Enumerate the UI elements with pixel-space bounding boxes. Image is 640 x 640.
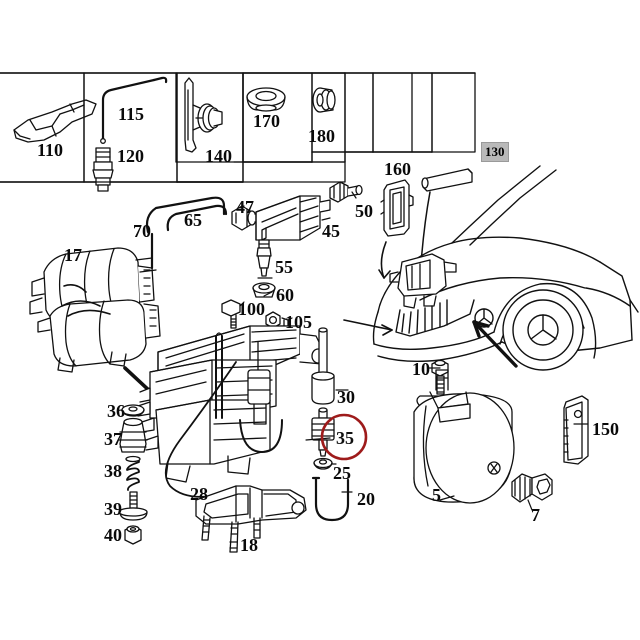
part-label-60: 60 [276,285,294,305]
part-7-drainvalve [511,473,553,503]
part-label-40: 40 [104,525,122,545]
part-40-nut [124,525,142,545]
part-170-grommet [246,87,286,112]
part-label-47: 47 [236,197,254,217]
part-label-20: 20 [357,489,375,509]
part-label-37: 37 [104,429,122,449]
arrow-into-bumper [343,319,393,331]
part-label-35: 35 [336,428,354,448]
part-50-sensor [329,181,363,203]
part-150-module [563,395,589,465]
part-label-36: 36 [107,401,125,421]
valve-block-assembly [137,325,325,483]
car-illustration [372,165,639,371]
car-engine-bay-compressor [389,253,457,309]
part-36-washer [121,404,145,417]
part-label-55: 55 [275,257,293,277]
part-60-seal [252,282,276,298]
part-39-bolt [118,491,148,521]
part-label-105: 105 [285,312,312,332]
leader-lines [239,191,589,511]
part-label-18: 18 [240,535,258,555]
part-label-140: 140 [205,146,232,166]
part-18-bracket [195,485,307,553]
part-115-airline [100,76,168,144]
part-label-130-text: 130 [481,142,509,162]
part-label-100: 100 [238,299,265,319]
part-label-180: 180 [308,126,335,146]
part-17-compressor [29,247,161,373]
part-label-17: 17 [64,245,82,265]
part-label-38: 38 [104,461,122,481]
highlight-circle-part-35 [320,413,368,461]
part-label-110: 110 [37,140,64,160]
part-37-rubbermount [118,417,148,453]
part-120-valve [92,147,114,192]
part-140-sensor [184,77,223,153]
arrow-tank-to-car [472,320,518,368]
part-label-160: 160 [384,159,411,179]
part-label-50: 50 [355,201,373,221]
part-label-10: 10 [412,359,430,379]
part-label-5: 5 [432,485,441,505]
part-55-valve [256,227,272,277]
part-110-clip [13,99,97,143]
part-160-relay [380,179,414,237]
part-label-130-highlighted: 130 [481,142,509,162]
part-130-cylinder [421,168,473,192]
box-frame-final [0,72,476,183]
part-label-28: 28 [190,484,208,504]
part-25-washer [313,457,333,470]
part-20-airline [311,476,350,522]
part-label-120: 120 [117,146,144,166]
part-label-70: 70 [133,221,151,241]
part-65-airline [166,204,228,232]
part-label-30: 30 [337,387,355,407]
part-label-170: 170 [253,111,280,131]
part-5-airtank [413,369,515,504]
part-label-25: 25 [333,463,351,483]
part-label-45: 45 [322,221,340,241]
part-105-nut [265,311,289,329]
part-label-65: 65 [184,210,202,230]
part-45-valveunit [255,195,331,241]
part-label-7: 7 [531,505,540,525]
part-180-bushing [312,87,336,113]
part-70-airline [145,196,226,270]
part-label-150: 150 [592,419,619,439]
part-label-39: 39 [104,499,122,519]
part-100-bolt [221,299,241,329]
part-30-airdryer [311,327,335,405]
part-38-spring [125,455,141,491]
part-label-115: 115 [118,104,145,124]
